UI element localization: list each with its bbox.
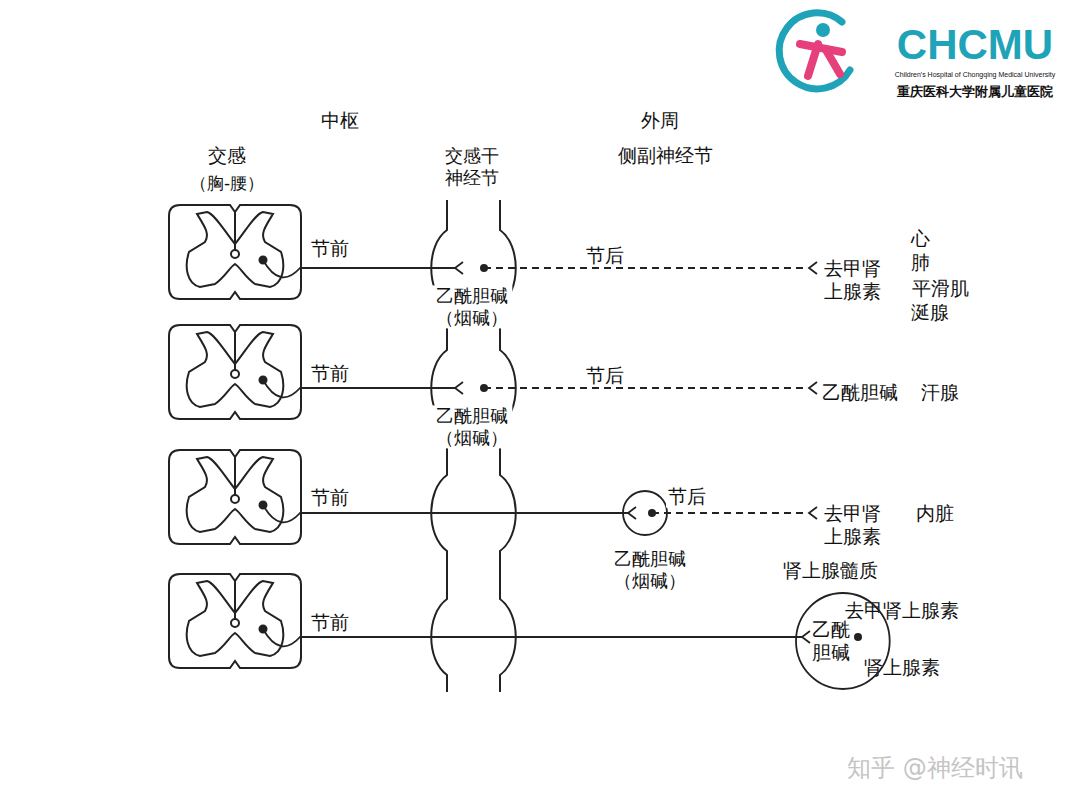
postganglionic-fiber bbox=[652, 507, 817, 519]
hormone-label: 肾上腺素 bbox=[862, 656, 942, 679]
hormone-label: 去甲肾上腺素 bbox=[843, 599, 961, 622]
spinal-cord-section bbox=[169, 450, 301, 544]
fiber-label: 节后 bbox=[584, 364, 626, 387]
adrenal-medulla: 乙酰 胆碱 bbox=[795, 592, 891, 690]
spinal-cord-section bbox=[169, 325, 301, 419]
logo-subtitle: 重庆医科大学附属儿童医院 bbox=[895, 84, 1055, 100]
transmitter-label: 乙酰胆碱 bbox=[820, 381, 900, 404]
fiber-label: 节前 bbox=[309, 611, 351, 634]
preganglionic-fiber bbox=[263, 260, 463, 277]
column-heading: 交感干 神经节 bbox=[440, 145, 503, 188]
fiber-label: 节后 bbox=[666, 485, 708, 508]
logo-subtitle: Children's Hospital of Chongqing Medical… bbox=[893, 71, 1057, 79]
target-label: 内脏 bbox=[914, 502, 956, 525]
target-label: 平滑肌 bbox=[910, 277, 971, 300]
transmitter-label: 乙酰胆碱 （烟碱） bbox=[431, 405, 512, 448]
organ-label: 肾上腺髓质 bbox=[781, 559, 880, 582]
spinal-cord-section bbox=[169, 574, 301, 668]
postganglionic-fiber bbox=[484, 382, 817, 394]
transmitter-label: 去甲肾 上腺素 bbox=[819, 502, 886, 548]
column-heading: 侧副神经节 bbox=[616, 144, 715, 167]
transmitter-label: 乙酰胆碱 （烟碱） bbox=[431, 285, 512, 328]
preganglionic-fiber bbox=[263, 380, 463, 397]
fiber-label: 节前 bbox=[309, 486, 351, 509]
logo-icon bbox=[779, 13, 850, 89]
chromaffin-cell bbox=[854, 633, 862, 641]
target-label: 汗腺 bbox=[919, 381, 961, 404]
target-label: 心 bbox=[909, 227, 932, 250]
column-heading: （胸-腰） bbox=[188, 173, 266, 193]
section-heading: 外周 bbox=[639, 109, 681, 132]
transmitter-label: 乙酰胆碱 （烟碱） bbox=[609, 548, 690, 591]
postganglionic-fiber bbox=[484, 262, 817, 274]
fiber-label: 节前 bbox=[309, 237, 351, 260]
spinal-cord-section bbox=[169, 205, 301, 299]
logo-text: CHCMU bbox=[895, 20, 1055, 70]
fiber-label: 节后 bbox=[584, 244, 626, 267]
fiber-label: 节前 bbox=[309, 362, 351, 385]
target-label: 涎腺 bbox=[909, 301, 951, 324]
watermark: 知乎 @神经时讯 bbox=[845, 754, 1025, 783]
target-label: 肺 bbox=[909, 251, 932, 274]
transmitter-label: 去甲肾 上腺素 bbox=[819, 257, 886, 303]
collateral-ganglion bbox=[623, 491, 667, 535]
section-heading: 中枢 bbox=[319, 109, 361, 132]
transmitter-label: 乙酰 胆碱 bbox=[809, 618, 853, 664]
column-heading: 交感 bbox=[206, 144, 248, 167]
